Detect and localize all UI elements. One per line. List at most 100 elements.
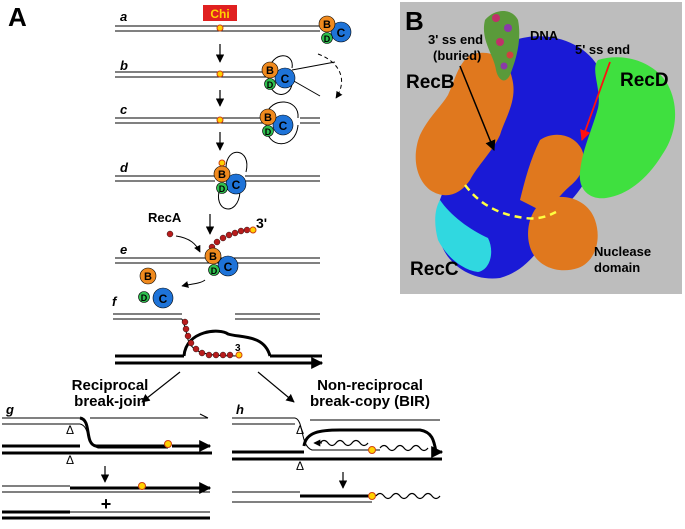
step-b: b C B D xyxy=(115,53,343,99)
reca-monomer xyxy=(166,230,174,238)
unwound-strand-2 xyxy=(291,79,321,97)
chi-label: Chi xyxy=(210,7,229,21)
recb-letter: B xyxy=(323,19,331,31)
reca-label: RecA xyxy=(148,210,182,225)
recb-subunit xyxy=(259,108,277,126)
recb-subunit xyxy=(204,247,222,265)
h-cut-mark-top: Δ xyxy=(296,423,304,437)
dna-atom xyxy=(500,62,508,70)
three-prime-label-e: 3' xyxy=(256,215,267,231)
recd-letter: D xyxy=(265,127,272,137)
recc-subunit xyxy=(274,67,296,89)
g-exchange-strand-2 xyxy=(79,423,99,449)
ss-end-5-pointer xyxy=(580,61,611,142)
recb-letter: B xyxy=(209,251,217,263)
recd-green xyxy=(579,57,676,199)
translocation-arrow xyxy=(317,53,343,99)
dna-atom xyxy=(492,14,500,22)
recbcd-complex: C B D xyxy=(318,15,352,44)
recb-subunit xyxy=(139,267,157,285)
h-synthesis-wavy-2 xyxy=(379,444,429,452)
ss-end-3-pointer xyxy=(459,65,496,151)
dissociated-recbcd: B D C xyxy=(138,267,174,309)
step-e: RecA e 3' C B D B D xyxy=(115,210,320,309)
chi-site xyxy=(164,440,172,448)
recc-letter: C xyxy=(159,292,168,306)
recd-subunit xyxy=(321,32,333,44)
step-b-label: b xyxy=(120,58,128,73)
nonreciprocal-title-2: break-copy (BIR) xyxy=(310,393,430,410)
nuclease-label-1: Nuclease xyxy=(594,244,651,259)
step-d-label: d xyxy=(120,160,129,175)
dissociation-arrow xyxy=(181,279,206,288)
recd-letter: D xyxy=(219,184,226,194)
h-d-loop xyxy=(302,428,438,453)
recc-letter: C xyxy=(224,260,233,274)
recb-subunit xyxy=(261,61,279,79)
recd-letter: D xyxy=(324,34,331,44)
arrow-f-h xyxy=(257,371,295,403)
recd-subunit xyxy=(264,78,276,90)
unwound-strand xyxy=(291,61,336,71)
h-invading-strand xyxy=(294,417,380,451)
recd-subunit xyxy=(208,264,220,276)
recd-subunit xyxy=(138,291,150,303)
recb-linker-orange xyxy=(520,134,585,215)
recc-subunit xyxy=(272,114,294,136)
step-c-label: c xyxy=(120,102,128,117)
recd-letter: D xyxy=(211,266,218,276)
step-h: h Δ Δ xyxy=(232,402,444,503)
dna-label: DNA xyxy=(530,28,559,43)
plus-sign: + xyxy=(101,494,112,514)
step-a: a Chi C B D xyxy=(115,5,352,44)
dna-atom xyxy=(496,38,504,46)
recbcd-complex: C B D xyxy=(204,247,239,277)
step-f: f 3 xyxy=(112,294,324,369)
ss-loop xyxy=(225,151,248,173)
ss-loop-lower xyxy=(218,187,241,210)
structure-panel: B DNA 3' ss end (buried) RecB 5' ss end … xyxy=(400,2,682,294)
chi-site xyxy=(368,492,376,500)
chi-site xyxy=(218,159,226,167)
nuclease-domain-orange xyxy=(528,196,598,271)
dna-atom xyxy=(506,51,514,59)
recc-subunit xyxy=(330,21,352,43)
recb-letter: B xyxy=(144,271,152,283)
h-result-wavy xyxy=(375,492,441,500)
recc-letter: C xyxy=(232,178,241,192)
arrow-f-g xyxy=(141,371,181,403)
recd-letter: D xyxy=(141,293,148,303)
panel-a-label: A xyxy=(8,2,27,32)
three-prime-label-f: 3 xyxy=(235,343,241,354)
recd-letter: D xyxy=(267,80,274,90)
g-cut-mark-bottom: Δ xyxy=(66,453,74,467)
recbcd-complex: C B D xyxy=(259,108,294,137)
recc-label: RecC xyxy=(410,259,459,280)
chi-site xyxy=(368,446,376,454)
step-g-label: g xyxy=(5,402,14,417)
ss-end-5-label: 5' ss end xyxy=(575,42,630,57)
step-a-label: a xyxy=(120,9,127,24)
reciprocal-title-2: break-join xyxy=(74,393,146,410)
recb-letter: B xyxy=(264,112,272,124)
reca-filament-f xyxy=(181,318,243,359)
reciprocal-title-1: Reciprocal xyxy=(72,377,149,394)
step-h-label: h xyxy=(236,402,244,417)
step-d: d C B D xyxy=(115,151,320,210)
step-c: c C B D xyxy=(115,101,320,145)
reca-filament-e xyxy=(208,226,257,251)
chi-box xyxy=(203,5,237,21)
chi-site xyxy=(216,24,224,32)
reca-loading-arrow xyxy=(175,235,201,253)
recc-letter: C xyxy=(337,26,346,40)
recc-letter: C xyxy=(279,119,288,133)
h-synthesis-wavy xyxy=(319,439,369,447)
ss-end-3-label-2: (buried) xyxy=(433,48,481,63)
recc-letter: C xyxy=(281,72,290,86)
step-f-label: f xyxy=(112,294,118,309)
recb-helicase-blue xyxy=(436,36,610,279)
recbcd-complex: C B D xyxy=(261,61,296,90)
recb-label: RecB xyxy=(406,72,455,93)
dna-atom xyxy=(504,24,512,32)
